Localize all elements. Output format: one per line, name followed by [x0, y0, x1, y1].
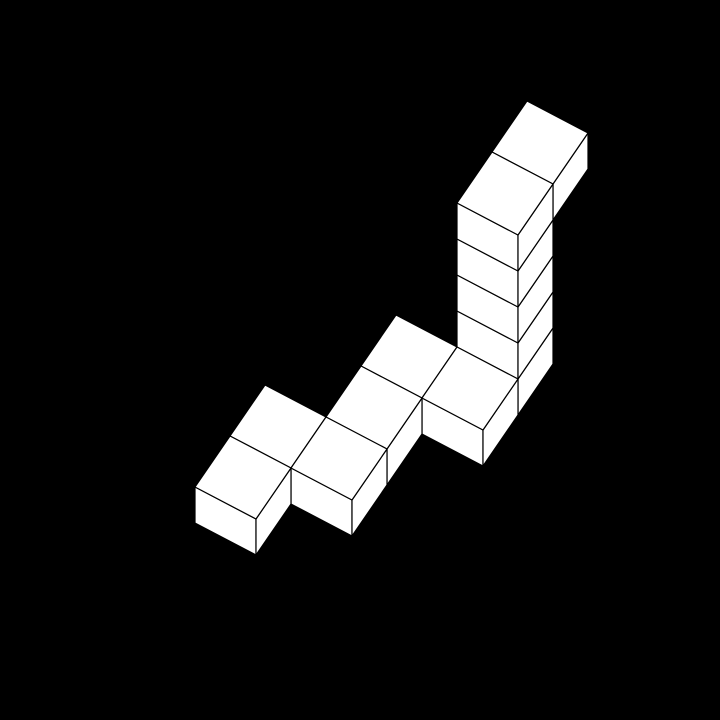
cube-6 — [456, 151, 554, 272]
cube-4 — [456, 255, 554, 344]
cube-top-face — [421, 346, 519, 431]
cube-top-face — [456, 151, 554, 236]
cube-1 — [491, 100, 589, 221]
cube-top-face — [290, 416, 388, 501]
cube-group — [194, 100, 589, 556]
cube-12 — [194, 435, 292, 556]
cube-top-face — [194, 435, 292, 520]
cube-8 — [421, 346, 519, 467]
cube-11 — [290, 416, 388, 537]
cube-9 — [325, 365, 423, 486]
